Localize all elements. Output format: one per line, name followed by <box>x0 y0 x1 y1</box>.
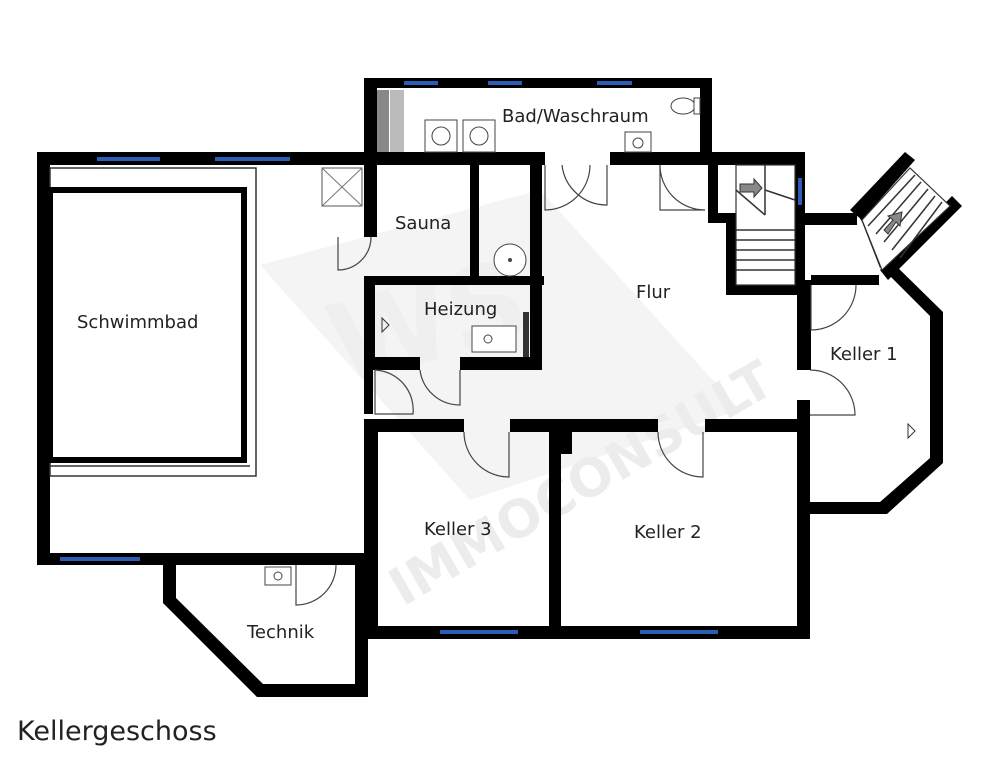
stair-arrow-icon <box>883 211 903 235</box>
doors <box>295 164 857 606</box>
heater-icon <box>471 325 517 353</box>
stair-arrow-icon <box>739 177 763 199</box>
arrow-icon <box>381 316 390 334</box>
room-label-bad: Bad/Waschraum <box>502 106 649 127</box>
room-label-keller3: Keller 3 <box>424 519 492 540</box>
dryer-icon <box>462 119 496 153</box>
sink-icon <box>624 131 652 153</box>
room-label-keller1: Keller 1 <box>830 344 898 365</box>
room-label-heizung: Heizung <box>424 299 497 320</box>
stairs-outside <box>861 167 951 272</box>
washer-icon <box>424 119 458 153</box>
room-label-technik: Technik <box>246 622 315 643</box>
fixtures <box>264 97 916 586</box>
room-label-keller2: Keller 2 <box>634 522 702 543</box>
toilet-icon <box>670 97 696 115</box>
arrow-icon <box>907 422 916 440</box>
stairs-inside <box>735 164 796 286</box>
pool <box>47 167 257 477</box>
walls <box>37 78 962 697</box>
technik-sink-icon <box>264 566 292 586</box>
floor-title: Kellergeschoss <box>17 716 217 747</box>
room-label-flur: Flur <box>636 282 671 303</box>
room-labels: Bad/Waschraum Sauna Schwimmbad Heizung F… <box>77 106 898 643</box>
windows <box>60 81 802 634</box>
room-label-sauna: Sauna <box>395 213 451 234</box>
room-label-schwimmbad: Schwimmbad <box>77 312 198 333</box>
